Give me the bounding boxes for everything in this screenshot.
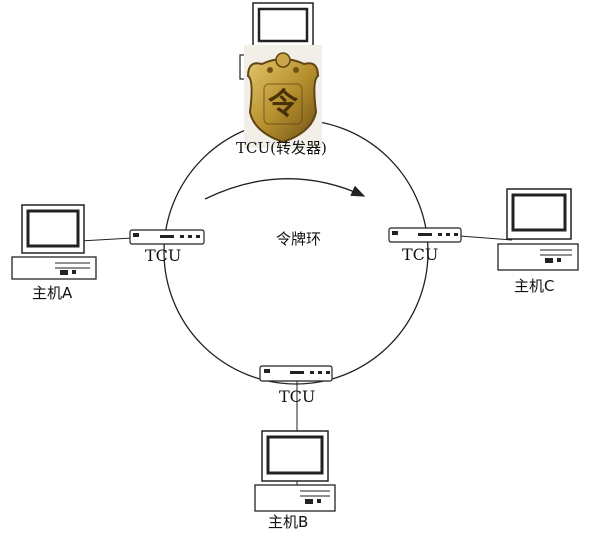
computer-host-c: [497, 188, 579, 271]
tcu-bottom: [259, 365, 333, 382]
host-c-label: 主机C: [514, 277, 555, 295]
top-node-label: TCU(转发器): [236, 139, 327, 157]
cable-host-a: [79, 237, 133, 242]
tcu-label-bottom: TCU: [279, 387, 316, 406]
token-badge-glyph: 令: [268, 87, 298, 122]
token-ring-circle: [163, 119, 429, 385]
computer-host-b: [254, 430, 336, 512]
computer-host-a: [11, 204, 97, 280]
tcu-label-left: TCU: [145, 246, 182, 265]
tcu-label-right: TCU: [402, 245, 439, 264]
tcu-left: [129, 229, 205, 245]
tcu-right: [388, 227, 462, 243]
token-badge-image: [244, 45, 322, 148]
host-a-label: 主机A: [32, 284, 73, 302]
host-b-label: 主机B: [268, 513, 309, 531]
ring-direction-arrow: [204, 178, 366, 200]
computer-top: [239, 2, 314, 80]
ring-label: 令牌环: [276, 230, 322, 248]
cable-host-c: [459, 235, 513, 241]
